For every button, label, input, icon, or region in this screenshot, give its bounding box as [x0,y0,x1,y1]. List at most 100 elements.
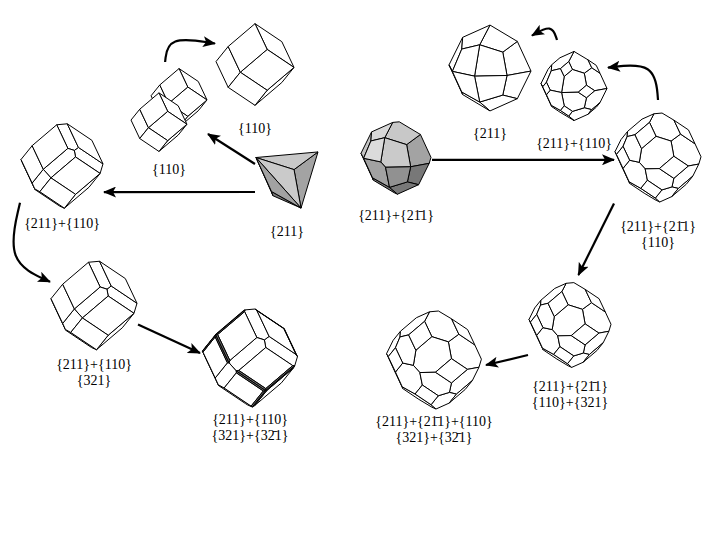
form-label: {110} [237,121,274,137]
crystal-face [71,318,108,350]
crystal-face [530,314,543,335]
crystal-figure: {211}+{21̄1} {110} [614,100,702,215]
crystal-face [452,319,475,345]
crystal-face [203,335,216,352]
form-label: {211}+{110} [535,136,614,152]
crystal-drawing [131,69,207,152]
crystal-face [449,381,472,404]
crystal-face [641,180,662,198]
arrow-connector [13,203,50,282]
crystal-part [541,51,607,120]
crystal-face [571,324,599,345]
crystal-face [255,309,284,329]
crystal-part [529,283,611,368]
form-label: {211}+{21̄1} {110}+{321} [530,379,610,411]
crystal-face [409,321,432,350]
crystal-face [256,158,301,209]
crystal-face [560,106,572,116]
crystal-face [266,366,295,391]
crystal-face [435,359,467,383]
crystal-face [140,93,168,128]
crystal-drawing [51,261,137,349]
crystal-face [583,343,603,363]
crystal-face [364,138,385,162]
crystal-face [659,156,688,178]
crystal-face [140,128,168,152]
crystal-part [216,24,294,106]
form-label: {211}+{110} {321}+{32̄1} [210,412,290,444]
crystal-drawing [449,25,531,111]
crystal-face [203,334,217,351]
crystal-face [543,82,550,95]
crystal-face [364,158,390,187]
form-label: {211}+{21̄1}+{110} {321}+{32̄1} [374,414,495,446]
crystal-face [381,138,411,168]
crystal-drawing [21,124,103,208]
crystal-drawing [529,283,611,368]
crystal-drawing [387,311,482,409]
crystal-face [674,120,695,144]
crystal-face [215,335,229,363]
crystal-part [615,113,701,202]
crystal-face [452,45,479,76]
crystal-part [449,25,531,111]
crystal-face [216,310,245,335]
crystal-figure: {211}+{110} [20,120,104,212]
crystal-figure: {211}+{21̄1} [360,112,432,204]
crystal-face [228,72,267,105]
crystal-face [546,90,564,110]
crystal-face [588,103,600,115]
crystal-part [203,309,298,407]
crystal-figure: {110} [130,62,208,158]
crystal-figure: {211} [448,14,532,122]
crystal-face [284,329,298,357]
crystal-figure: {211}+{110} {321} [50,258,138,353]
arrow-connector [138,325,200,354]
arrow-connector [578,204,614,276]
crystal-part [131,93,187,152]
crystal-face [236,371,265,391]
arrow-connector [608,66,658,100]
arrow-connector [432,159,614,161]
crystal-drawing [361,122,431,194]
crystal-face [266,366,295,391]
crystal-figure: {211}+{21̄1} {110}+{321} [528,275,612,375]
crystal-figure: {211}+{21̄1}+{110} {321}+{32̄1} [382,310,486,410]
crystal-face [388,348,402,372]
form-label: {211} [269,224,306,240]
crystal-face [616,146,629,168]
crystal-face [452,71,479,102]
crystal-face [548,292,568,317]
crystal-face [236,370,265,390]
crystal-part [361,122,431,194]
crystal-face [63,262,100,309]
crystal-face [585,289,605,312]
crystal-part [21,124,103,208]
crystal-figure: {211}+{110} [540,40,608,132]
crystal-face [100,261,137,303]
crystal-face [228,24,267,73]
crystal-figure: {211}+{110} {321}+{32̄1} [200,308,300,408]
crystal-drawing [615,113,701,202]
crystal-drawing [216,24,294,106]
form-label: {110} [151,162,188,178]
crystal-face [475,75,507,102]
crystal-drawing [203,309,298,407]
crystal-face [216,335,230,363]
arrow-connector [486,355,528,365]
arrow-connector [104,191,255,193]
arrow-connector [165,40,215,62]
form-label: {211}+{110} [23,216,102,232]
crystal-face [554,347,574,364]
form-label: {211}+{110} {321} [55,357,134,389]
crystal-figure: {211} [255,140,319,220]
crystal-face [216,310,245,335]
crystal-face [40,178,76,208]
crystal-drawing [256,152,318,208]
crystal-face [32,125,68,170]
crystal-face [578,85,594,98]
crystal-face [67,124,103,164]
